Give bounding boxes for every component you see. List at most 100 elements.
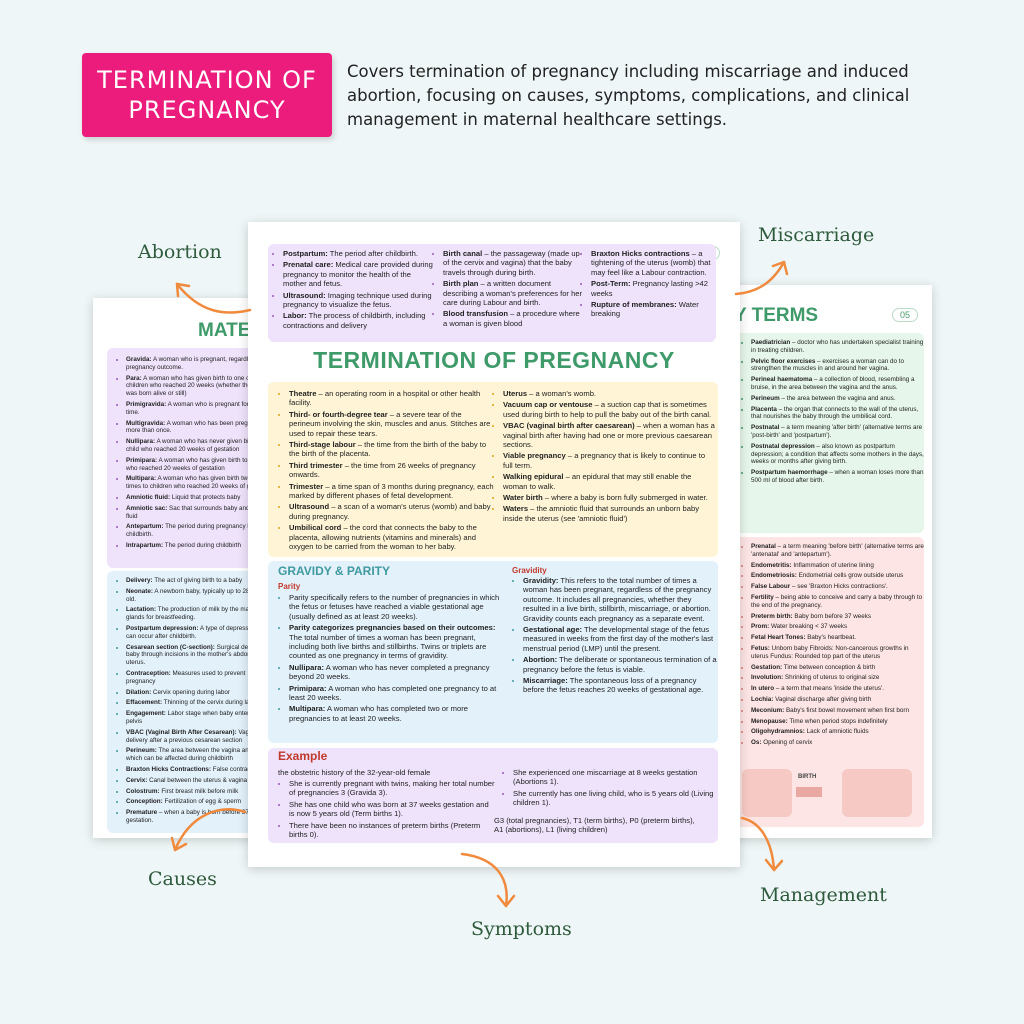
term-label: Prom: <box>751 623 770 631</box>
term-definition: – the passageway (made up of the cervix … <box>443 249 580 277</box>
term-definition: A newborn baby, typically up to 28 days … <box>126 587 265 603</box>
arrow-abortion-icon <box>175 282 252 314</box>
term-item: Amniotic fluid: Liquid that protects bab… <box>126 494 276 502</box>
term-definition: – the organ that connects to the wall of… <box>751 405 919 421</box>
term-label: Labor: <box>283 311 307 321</box>
term-definition: – a term that means 'inside the uterus'. <box>774 685 884 693</box>
term-item: Gestational age: The developmental stage… <box>523 625 719 653</box>
glossary-col-1: Theatre – an operating room in a hospita… <box>280 389 494 554</box>
term-item: Miscarriage: The spontaneous loss of a p… <box>523 676 719 695</box>
term-label: In utero <box>751 685 775 693</box>
top-terms-panel: Postpartum: The period after childbirth.… <box>268 244 716 342</box>
term-definition: – an epidural that may still enable the … <box>503 472 692 491</box>
term-label: False Labour <box>751 583 791 591</box>
term-definition: False contractions <box>211 765 264 773</box>
term-label: Gestation: <box>751 663 783 671</box>
term-definition: A woman who has given birth to one or mo… <box>126 374 268 398</box>
top-terms-col-2: Birth canal – the passageway (made up of… <box>434 249 585 330</box>
gravidy-parity-panel: GRAVIDY & PARITY Parity Parity specifica… <box>268 561 718 743</box>
term-item: Paediatrician – doctor who has undertake… <box>751 339 925 355</box>
left-list-1: Gravida: A woman who is pregnant, regard… <box>117 356 276 553</box>
term-item: Postpartum depression: A type of depress… <box>126 625 276 641</box>
term-item: Fetus: Unborn baby Fibroids: Non-cancero… <box>751 645 925 661</box>
right-page-number: 05 <box>892 308 919 322</box>
term-definition: A woman who has completed two or more pr… <box>289 704 468 723</box>
term-label: Braxton Hicks Contractions: <box>126 765 212 773</box>
term-label: Birth canal <box>443 249 483 258</box>
term-item: Conception: Fertilization of egg & sperm <box>126 798 276 806</box>
term-definition: – a time span of 3 months during pregnan… <box>289 481 494 501</box>
term-definition: Unborn baby Fibroids: Non-cancerous grow… <box>751 644 909 660</box>
arrow-miscarriage-icon <box>734 260 789 296</box>
term-label: Involution: <box>751 674 784 682</box>
glossary-panel: Theatre – an operating room in a hospita… <box>268 382 718 557</box>
term-definition: – when a woman loses more than 500 ml of… <box>751 469 924 484</box>
term-label: Multipara: <box>126 475 157 483</box>
example-col-1: She is currently pregnant with twins, ma… <box>280 779 495 841</box>
list-item-text: She has one child who was born at 37 wee… <box>289 799 489 819</box>
term-item: Postnatal – a term meaning 'after birth'… <box>751 424 925 440</box>
term-label: Endometritis: <box>751 561 792 569</box>
term-definition: – a procedure where a woman is given blo… <box>443 309 580 328</box>
term-definition: A woman who is pregnant, regardless of t… <box>126 356 276 371</box>
term-definition: – being able to conceive and carry a bab… <box>751 593 923 609</box>
term-label: Colostrum: <box>126 787 160 795</box>
term-item: In utero – a term that means 'inside the… <box>751 685 925 693</box>
term-definition: – the time from 26 weeks of pregnancy on… <box>289 460 476 480</box>
term-definition: A woman who has given birth to a child w… <box>126 456 268 472</box>
term-item: Third trimester – the time from 26 weeks… <box>289 461 494 480</box>
term-label: Gravida: <box>126 356 152 363</box>
term-label: Postpartum depression: <box>126 624 199 632</box>
term-definition: Measures used to prevent pregnancy <box>126 669 246 685</box>
list-item: There have been no instances of preterm … <box>289 821 495 840</box>
list-item-text: She is currently pregnant with twins, ma… <box>289 779 495 798</box>
term-definition: – a scan of a woman's uterus (womb) and … <box>289 502 491 521</box>
term-definition: Parity specifically refers to the number… <box>289 593 500 621</box>
term-definition: – a suction cap that is sometimes used d… <box>503 400 712 419</box>
term-definition: Inflammation of uterine lining <box>791 561 874 569</box>
pregnant-illustration <box>742 769 792 817</box>
term-label: Third-stage labour <box>289 440 356 450</box>
term-definition: The production of milk by the mammary gl… <box>126 606 269 622</box>
right-list-1: Paediatrician – doctor who has undertake… <box>742 339 925 488</box>
term-label: Ultrasound <box>289 502 330 512</box>
term-definition: Baby's first bowel movement when first b… <box>784 706 909 714</box>
term-item: Water birth – where a baby is born fully… <box>503 493 715 502</box>
term-item: False Labour – see 'Braxton Hicks contra… <box>751 583 925 591</box>
title-badge: TERMINATION OF PREGNANCY <box>82 53 332 137</box>
term-definition: Canal between the uterus & vagina <box>147 776 248 784</box>
right-page: Y TERMS 05 Paediatrician – doctor who ha… <box>720 285 932 838</box>
term-definition: Water breaking <box>591 300 699 319</box>
baby-illustration <box>842 769 912 817</box>
list-item: She has one child who was born at 37 wee… <box>289 800 495 819</box>
arrow-causes-icon <box>170 808 247 852</box>
term-definition: A woman who has given birth two or more … <box>126 475 275 491</box>
term-item: Postpartum: The period after childbirth. <box>283 249 435 258</box>
term-label: Para: <box>126 374 142 382</box>
arrow-management-icon <box>740 816 784 872</box>
term-label: Viable pregnancy <box>503 451 566 461</box>
left-list-1-panel: Gravida: A woman who is pregnant, regard… <box>107 348 283 568</box>
term-definition: The period during childbirth <box>163 541 242 549</box>
term-definition: – when a woman has a vaginal birth after… <box>503 421 715 450</box>
term-label: Postnatal depression <box>751 442 815 450</box>
term-definition: – the time from the birth of the baby to… <box>289 440 487 459</box>
term-definition: The act of giving birth to a baby <box>152 577 243 584</box>
term-definition: Pregnancy lasting >42 weeks <box>591 279 708 298</box>
main-page: 06 Postpartum: The period after childbir… <box>248 222 740 867</box>
example-title: Example <box>278 749 328 763</box>
term-definition: – the amniotic fluid that surrounds an u… <box>503 504 700 523</box>
term-item: Fetal Heart Tones: Baby's heartbeat. <box>751 634 925 642</box>
list-item-text: There have been no instances of preterm … <box>289 820 481 840</box>
term-item: Ultrasound – a scan of a woman's uterus … <box>289 502 494 521</box>
term-definition: The developmental stage of the fetus mea… <box>523 625 714 653</box>
term-item: Placenta – the organ that connects to th… <box>751 406 925 422</box>
term-item: Rupture of membranes: Water breaking <box>591 300 717 319</box>
term-item: Prenatal – a term meaning 'before birth'… <box>751 543 925 559</box>
term-label: Vacuum cap or ventouse <box>503 400 593 410</box>
label-symptoms: Symptoms <box>471 918 572 940</box>
term-label: Gravidity: <box>523 576 559 585</box>
term-label: Gestational age: <box>523 625 583 635</box>
label-causes: Causes <box>148 868 217 890</box>
term-definition: – a term meaning 'before birth' (alterna… <box>751 543 924 558</box>
